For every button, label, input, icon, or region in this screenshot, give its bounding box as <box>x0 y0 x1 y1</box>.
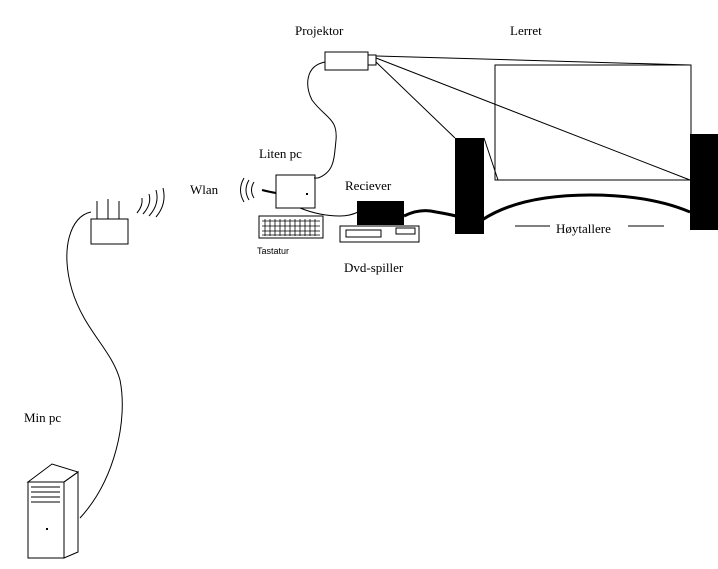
router <box>90 218 129 245</box>
small-pc-antenna <box>261 189 277 194</box>
projector-label: Projektor <box>295 23 344 38</box>
screen <box>494 64 692 181</box>
projector <box>324 51 369 71</box>
speaker-cable-left <box>403 209 457 218</box>
my-pc <box>26 463 80 559</box>
dvd-tray <box>345 229 382 238</box>
my-pc-label: Min pc <box>24 410 62 425</box>
dvd-player <box>339 225 420 243</box>
receiver-label: Reciever <box>345 178 392 193</box>
wlan-label: Wlan <box>190 182 219 197</box>
small-pc-led <box>306 193 308 195</box>
dvd-display <box>395 227 416 235</box>
projector-lens <box>367 54 377 66</box>
router-wifi-icon <box>136 187 165 218</box>
speaker-cable-right <box>481 193 691 222</box>
small-pc <box>275 174 316 209</box>
pc-receiver-cable <box>299 207 359 217</box>
receiver <box>357 201 404 225</box>
small-pc-wifi-icon <box>240 177 255 203</box>
speaker-left <box>455 138 484 234</box>
router-antennas <box>96 199 120 219</box>
projection-beam <box>375 55 691 181</box>
speaker-right <box>690 134 718 230</box>
keyboard-keys <box>262 219 320 236</box>
dvd-player-label: Dvd-spiller <box>344 260 404 275</box>
my-pc-led <box>46 528 48 530</box>
screen-label: Lerret <box>510 23 542 38</box>
speakers-label: Høytallere <box>556 221 611 236</box>
keyboard-label: Tastatur <box>257 246 290 256</box>
small-pc-label: Liten pc <box>259 146 302 161</box>
router-pc-cable <box>66 211 123 519</box>
keyboard <box>258 215 324 239</box>
projector-cable <box>307 61 337 179</box>
